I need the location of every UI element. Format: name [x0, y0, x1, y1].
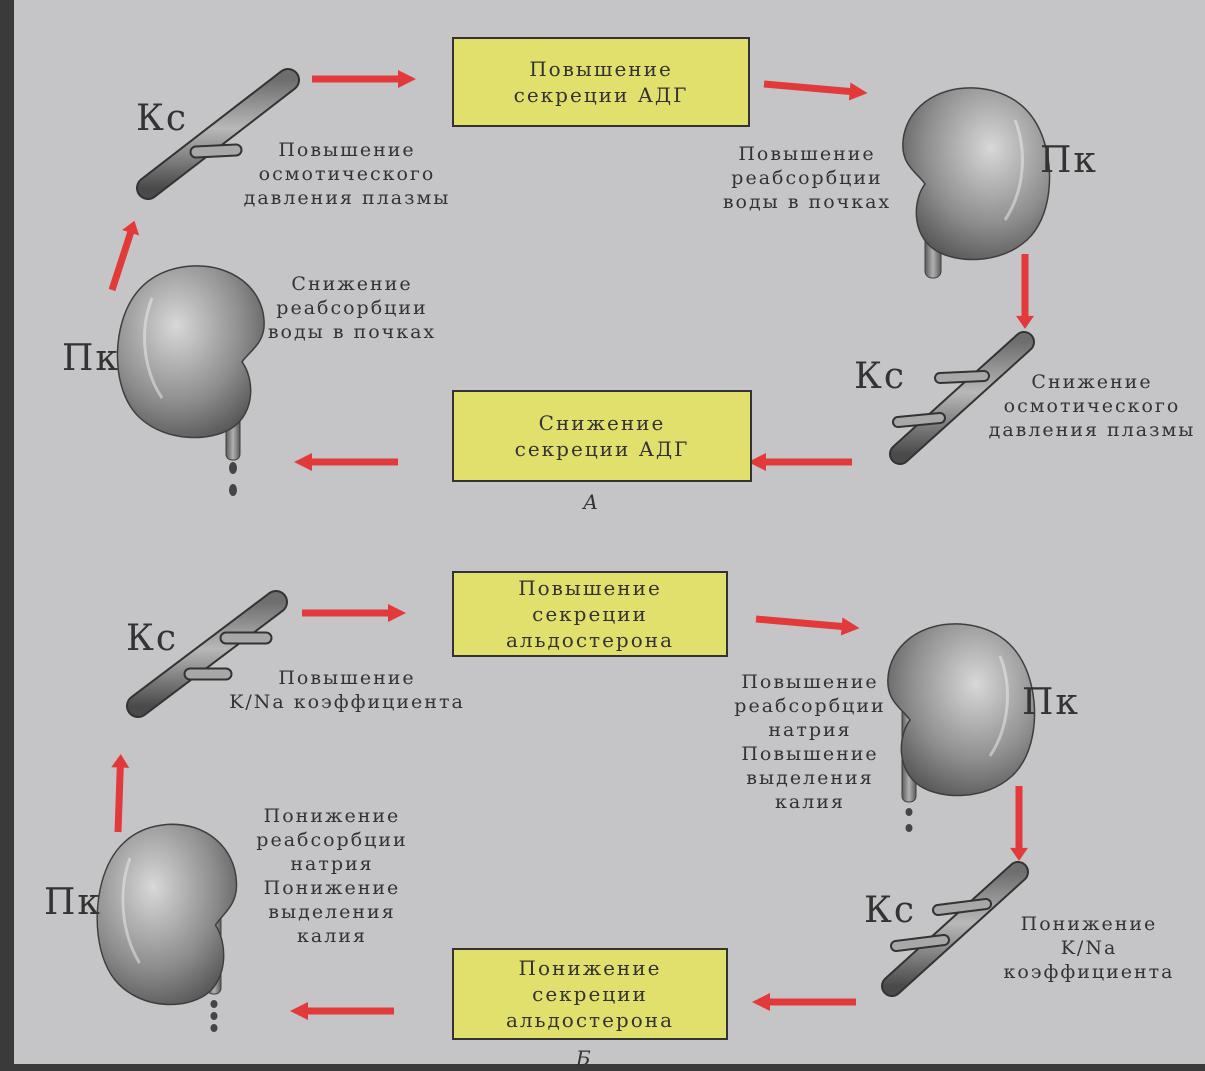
kidney-icon — [115, 264, 266, 496]
label-pk-b-left: Пк — [44, 882, 102, 923]
blood-vessel-icon — [881, 861, 1029, 997]
red-arrow-icon — [752, 993, 856, 1011]
panel-b-label: Б — [576, 1046, 591, 1070]
red-arrow-icon — [755, 610, 861, 638]
kidney-icon — [95, 822, 239, 1032]
red-arrow-icon — [1016, 254, 1034, 329]
text-sodium-reabsorption-decrease: Понижение реабсорбции натрия Понижение в… — [256, 805, 408, 947]
kidney-icon — [901, 86, 1052, 279]
red-arrow-icon — [763, 75, 869, 103]
panel-a-label: А — [583, 490, 599, 514]
label-ks-a-top: Кс — [136, 98, 189, 139]
blood-vessel-icon — [136, 68, 300, 200]
blood-vessel-icon — [126, 590, 288, 718]
label-ks-b-bottom: Кс — [864, 890, 917, 931]
red-arrow-icon — [109, 753, 130, 833]
frame-bottom-edge — [0, 1064, 1205, 1071]
text-reabsorption-increase: Повышение реабсорбции воды в почках — [722, 143, 892, 213]
text-osmotic-decrease: Снижение осмотического давления плазмы — [988, 371, 1196, 441]
text-reabsorption-decrease: Снижение реабсорбции воды в почках — [267, 273, 437, 343]
red-arrow-icon — [312, 70, 416, 88]
text-sodium-reabsorption-increase: Повышение реабсорбции натрия Повышение в… — [734, 671, 886, 813]
text-coefficient-decrease: Понижение K/Na коэффициента — [1003, 913, 1175, 983]
red-arrow-icon — [1010, 786, 1028, 861]
box-adh-decrease: Снижение секреции АДГ — [452, 390, 752, 482]
label-pk-a-left: Пк — [62, 338, 120, 379]
box-aldosterone-increase: Повышение секреции альдостерона — [452, 571, 728, 657]
red-arrow-icon — [748, 453, 852, 471]
label-pk-a-right: Пк — [1040, 140, 1098, 181]
box-aldosterone-decrease: Понижение секреции альдостерона — [452, 948, 728, 1040]
label-ks-b-top: Кс — [126, 618, 179, 659]
red-arrow-icon — [302, 604, 406, 622]
blood-vessel-icon — [889, 331, 1035, 465]
kidney-icon — [886, 622, 1037, 832]
frame-left-edge — [0, 0, 14, 1071]
red-arrow-icon — [103, 217, 144, 293]
red-arrow-icon — [294, 453, 398, 471]
box-adh-increase: Повышение секреции АДГ — [452, 37, 750, 127]
text-osmotic-increase: Повышение осмотического давления плазмы — [243, 139, 451, 209]
red-arrow-icon — [290, 1002, 394, 1020]
text-coefficient-increase: Повышение K/Na коэффициента — [229, 667, 465, 713]
label-ks-a-bottom: Кс — [854, 356, 907, 397]
label-pk-b-right: Пк — [1022, 682, 1080, 723]
